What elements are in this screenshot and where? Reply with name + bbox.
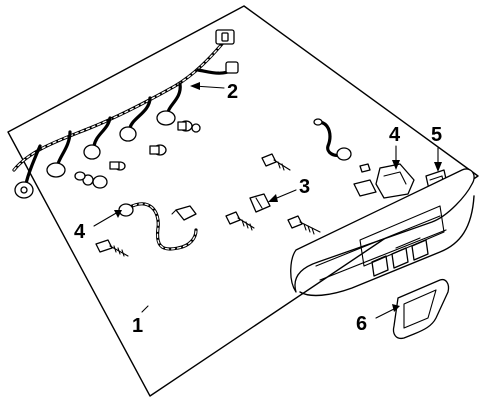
socket-wire-left bbox=[118, 202, 198, 251]
callout-3: 3 bbox=[299, 176, 310, 198]
bulb-group bbox=[74, 120, 201, 189]
callout-5: 5 bbox=[431, 124, 442, 146]
callout-4-left: 4 bbox=[74, 221, 86, 243]
callout-2: 2 bbox=[227, 81, 238, 103]
assembly-boundary bbox=[7, 5, 479, 397]
bracket-part-4 bbox=[353, 163, 415, 199]
callout-1: 1 bbox=[132, 315, 143, 337]
fasteners bbox=[95, 153, 371, 257]
wiring-harness bbox=[12, 29, 239, 199]
socket-wire-right bbox=[313, 118, 352, 161]
leader-lines bbox=[93, 82, 442, 319]
lamp-lens-part-6 bbox=[392, 278, 450, 340]
clip-part-3 bbox=[249, 193, 271, 213]
callout-4-right: 4 bbox=[389, 124, 401, 146]
garnish-assembly bbox=[290, 168, 475, 297]
callout-6: 6 bbox=[356, 313, 367, 335]
